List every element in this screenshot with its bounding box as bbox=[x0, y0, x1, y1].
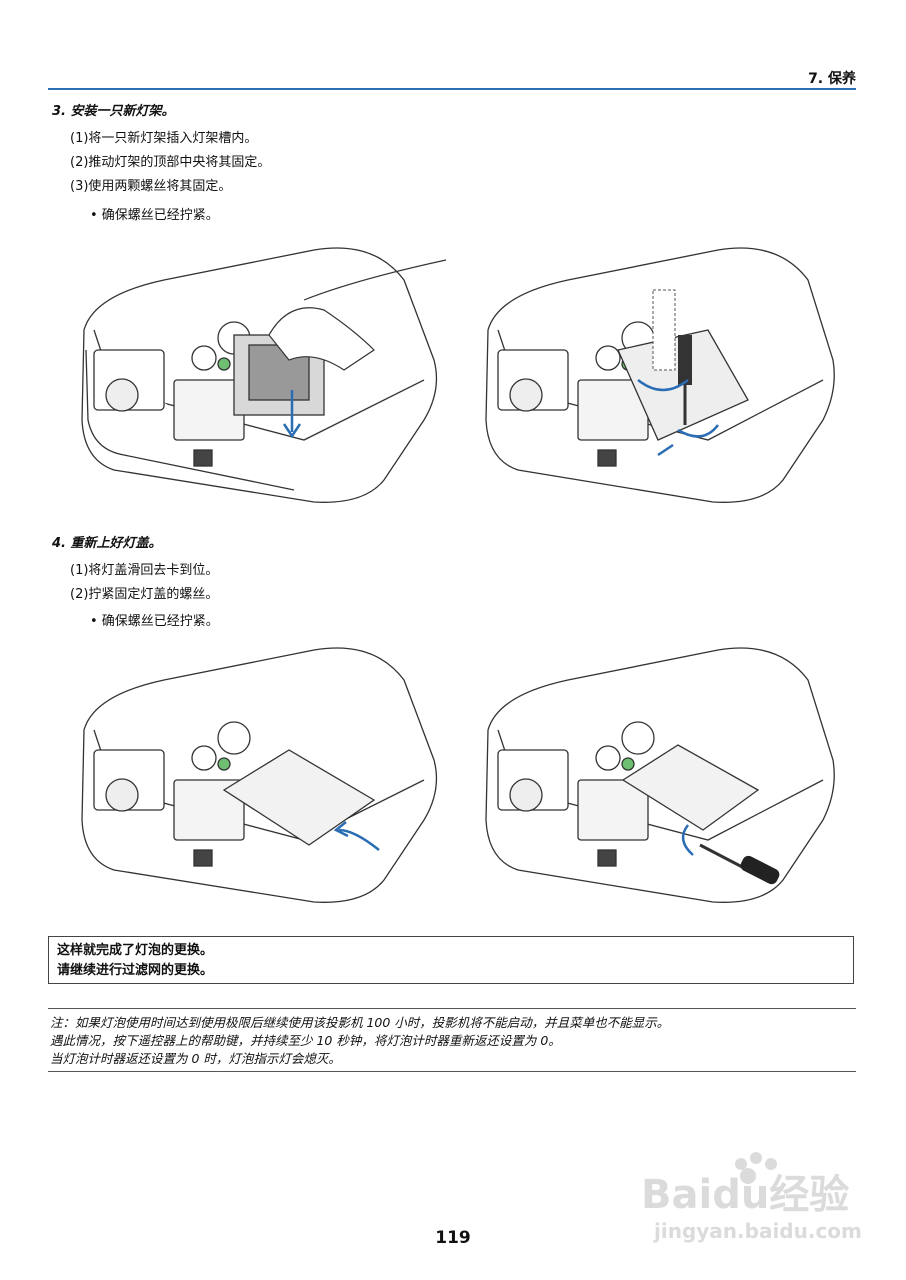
chapter-title: 7. 保养 bbox=[808, 71, 856, 87]
step-4-item-2: (2)拧紧固定灯盖的螺丝。 bbox=[70, 587, 219, 602]
notes-top-rule bbox=[48, 1008, 856, 1009]
completion-line-2: 请继续进行过滤网的更换。 bbox=[57, 963, 214, 978]
step-3-item-3: (3)使用两颗螺丝将其固定。 bbox=[70, 179, 232, 194]
header-rule bbox=[48, 88, 856, 90]
note-line-3: 当灯泡计时器返还设置为 0 时，灯泡指示灯会熄灭。 bbox=[50, 1051, 341, 1066]
notes-bottom-rule bbox=[48, 1071, 856, 1072]
page-number: 119 bbox=[435, 1228, 471, 1248]
lamp-screw-illustration bbox=[485, 247, 835, 503]
step-3-item-1: (1)将一只新灯架插入灯架槽内。 bbox=[70, 131, 258, 146]
baidu-watermark-logo: Baidu经验 jingyan.baidu.com bbox=[641, 1152, 862, 1243]
step-4-item-1: (1)将灯盖滑回去卡到位。 bbox=[70, 563, 219, 578]
lamp-insert-illustration bbox=[81, 247, 446, 503]
step-3-item-2: (2)推动灯架的顶部中央将其固定。 bbox=[70, 155, 271, 170]
cover-slide-illustration bbox=[81, 647, 438, 903]
note-line-2: 遇此情况，按下遥控器上的帮助键，并持续至少 10 秒钟，将灯泡计时器重新返还设置… bbox=[50, 1033, 561, 1048]
step-4-bullet: • 确保螺丝已经拧紧。 bbox=[90, 614, 219, 629]
step-3-title: 3. 安装一只新灯架。 bbox=[52, 104, 175, 119]
note-line-1: 注：如果灯泡使用时间达到使用极限后继续使用该投影机 100 小时，投影机将不能启… bbox=[50, 1015, 670, 1030]
completion-box: 这样就完成了灯泡的更换。 请继续进行过滤网的更换。 bbox=[48, 936, 854, 984]
cover-screw-illustration bbox=[485, 647, 835, 903]
watermark-url: jingyan.baidu.com bbox=[653, 1219, 862, 1243]
completion-line-1: 这样就完成了灯泡的更换。 bbox=[57, 943, 214, 958]
step-3-bullet: • 确保螺丝已经拧紧。 bbox=[90, 208, 219, 223]
step-4-title: 4. 重新上好灯盖。 bbox=[52, 536, 162, 551]
watermark-brand: Baidu经验 bbox=[641, 1172, 849, 1218]
